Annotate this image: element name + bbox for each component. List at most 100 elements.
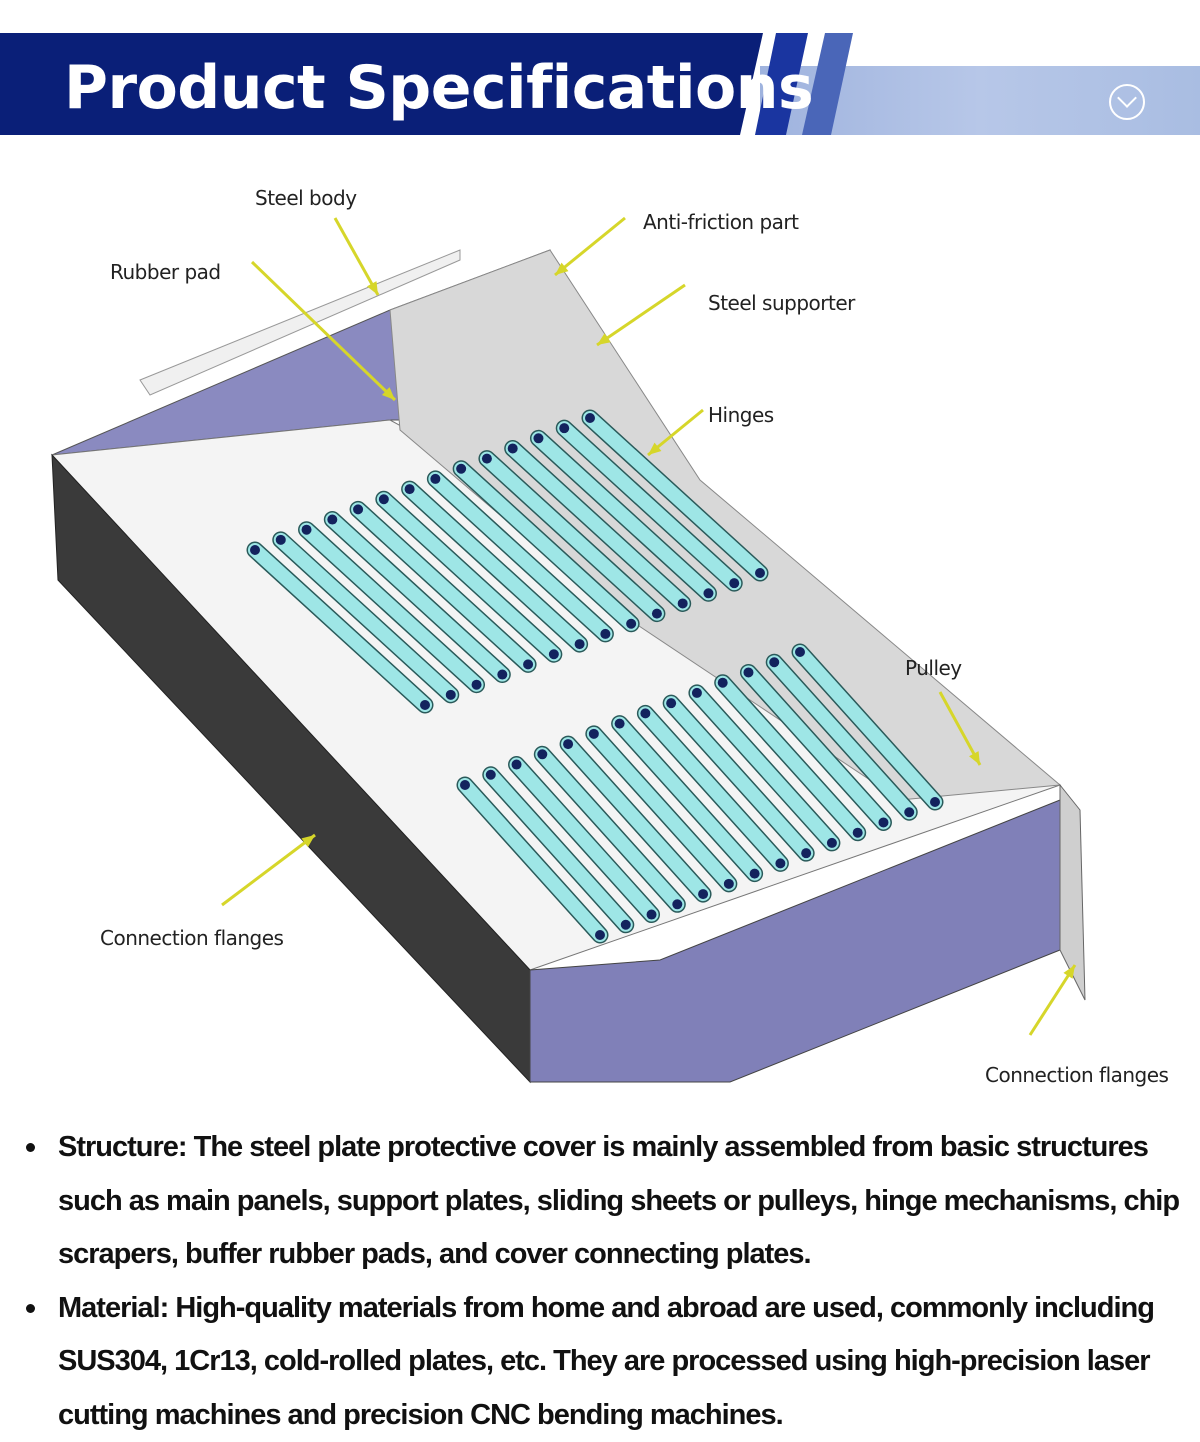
hinge-bar (505, 441, 690, 611)
hinge-pin (852, 827, 863, 838)
hinge-bar (793, 645, 942, 809)
hinge-pin (507, 443, 518, 454)
arrow-line (1028, 964, 1077, 1036)
hinge-pin (481, 453, 492, 464)
arrow-head-icon (1063, 965, 1075, 979)
label-hinges: Hinges (708, 403, 774, 427)
hinge-pin (511, 759, 522, 770)
page-title: Product Specifications (64, 53, 814, 123)
hinge-bar (557, 421, 742, 591)
spec-material: Material: High-quality materials from ho… (20, 1282, 1180, 1442)
label-pulley: Pulley (905, 656, 962, 680)
hinge-bar (715, 675, 865, 840)
hinge-pin (460, 780, 470, 790)
label-connection-flanges-right: Connection flanges (985, 1063, 1169, 1087)
spec-list: Structure: The steel plate protective co… (20, 1121, 1180, 1442)
hinge-pin (445, 689, 456, 700)
hinge-pin (471, 679, 482, 690)
hinge-bar (531, 431, 716, 601)
hinge-bar (509, 757, 659, 922)
label-rubber-pad: Rubber pad (110, 260, 221, 284)
hinge-pin (533, 433, 544, 444)
hinge-pin (563, 739, 574, 750)
hinge-pin (904, 807, 915, 818)
hinge-bar (767, 655, 917, 820)
arrow-line (333, 217, 380, 296)
hinge-pin (826, 837, 837, 848)
hinge-pin (404, 484, 415, 495)
hinge-bar (535, 747, 685, 912)
arrow-line (554, 216, 626, 277)
hinge-pin (574, 639, 585, 650)
hinge-pin (548, 649, 559, 660)
arrow-line (250, 260, 397, 402)
hinge-pin (559, 423, 570, 434)
label-connection-flanges-left: Connection flanges (100, 926, 284, 950)
hinge-bar (299, 522, 484, 692)
hinge-pin (600, 628, 611, 639)
hinge-bar (612, 716, 762, 881)
hinge-bar (583, 411, 767, 580)
cover-diagram: Steel body Rubber pad Anti-friction part… (0, 140, 1200, 1090)
hinge-pin (775, 858, 786, 869)
hinge-pin (666, 698, 677, 709)
hinge-pin (801, 848, 812, 859)
label-steel-supporter: Steel supporter (708, 291, 855, 315)
hinge-pin (250, 545, 260, 555)
hinge-bar (428, 471, 613, 641)
label-steel-body: Steel body (255, 186, 357, 210)
hinge-pin (327, 514, 338, 525)
hinge-bar (689, 685, 839, 850)
hinge-pin (651, 608, 662, 619)
section-header: Product Specifications (0, 33, 1200, 135)
hinge-pin (430, 473, 441, 484)
hinge-bar (458, 778, 607, 942)
telescopic-cover-illustration (50, 216, 1086, 1084)
hinge-pin (456, 463, 467, 474)
hinge-bar (483, 767, 633, 932)
hinge-pin (743, 667, 754, 678)
arrow-head-icon (597, 333, 611, 345)
hinge-pin (485, 769, 496, 780)
hinge-bar (741, 665, 891, 830)
hinge-pin (749, 868, 760, 879)
hinge-pin (301, 524, 312, 535)
hinge-bar (638, 706, 788, 871)
hinge-pin (626, 618, 637, 629)
hinge-pin (795, 647, 805, 657)
arrow-head-icon (366, 281, 378, 295)
hinge-pin (523, 659, 534, 670)
hinge-pin (698, 889, 709, 900)
hinge-pin (640, 708, 651, 719)
hinge-pin (672, 899, 683, 910)
hinge-bar (454, 461, 639, 631)
hinge-bar (586, 726, 736, 891)
hinge-bar (664, 696, 814, 861)
arrow-head-icon (381, 387, 395, 400)
hinge-bar (376, 492, 561, 662)
hinge-pin (755, 568, 765, 578)
label-anti-friction-part: Anti-friction part (643, 210, 799, 234)
hinge-pin (677, 598, 688, 609)
hinge-pin (723, 878, 734, 889)
hinge-pin (420, 700, 430, 710)
hinge-bar (351, 502, 536, 672)
hinge-pin (537, 749, 548, 760)
arrow-head-icon (301, 835, 315, 848)
hinge-bar (273, 532, 458, 702)
hinge-pin (378, 494, 389, 505)
arrow-line (596, 283, 686, 347)
arrow-head-icon (969, 751, 980, 765)
arrow-head-icon (555, 262, 569, 275)
hinge-pin (620, 919, 631, 930)
hinge-pin (703, 588, 714, 599)
hinge-pin (769, 657, 780, 668)
hinge-pin (691, 687, 702, 698)
hinge-pin (497, 669, 508, 680)
chevron-down-circle-icon[interactable] (1109, 84, 1145, 120)
hinge-pin (353, 504, 364, 515)
hinge-pin (595, 930, 605, 940)
arrow-head-icon (648, 442, 662, 455)
hinge-pin (930, 797, 940, 807)
hinge-pin (614, 718, 625, 729)
